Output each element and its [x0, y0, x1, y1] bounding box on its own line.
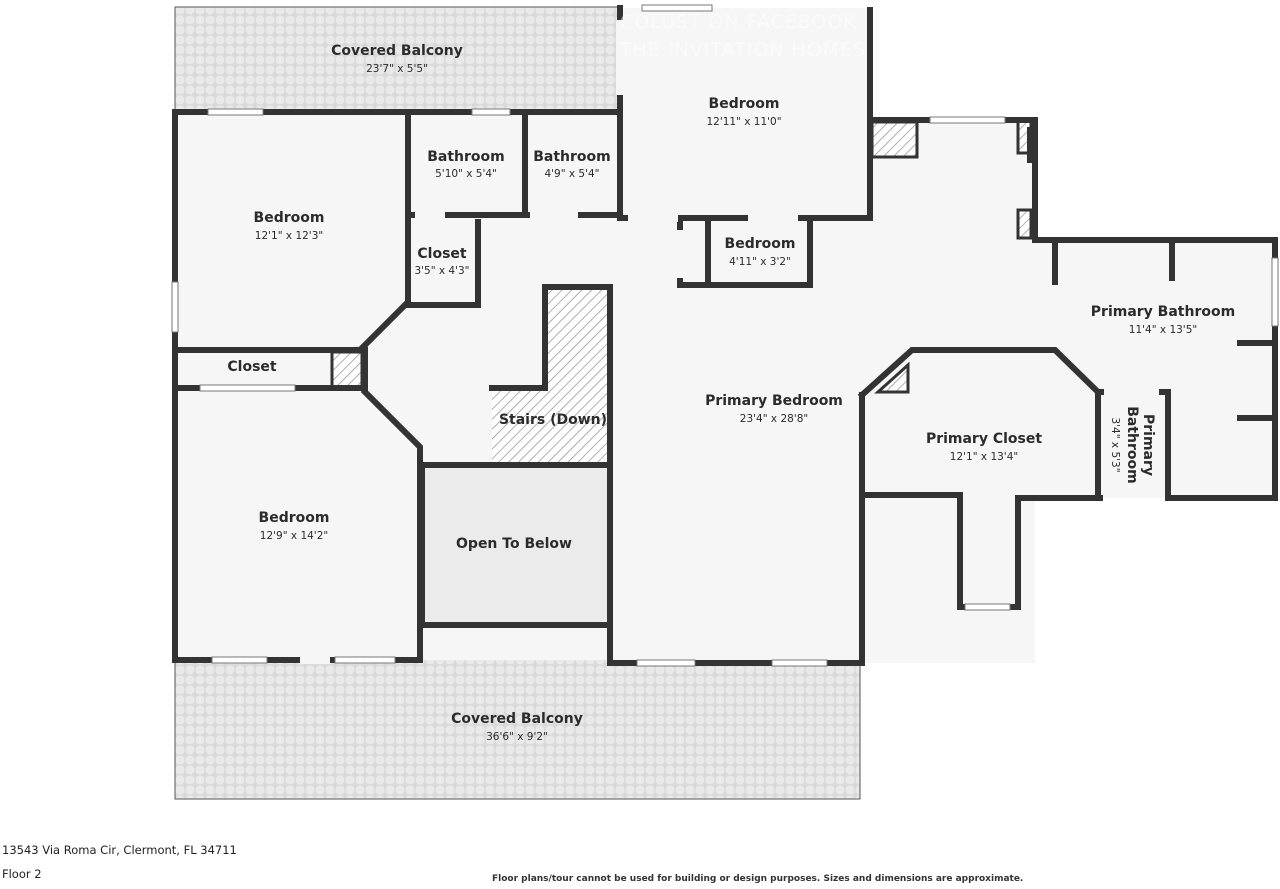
- bedroom-top-name: Bedroom: [709, 96, 780, 112]
- bathroom-2-dims: 4'9" x 5'4": [544, 168, 599, 180]
- windows: [171, 4, 1279, 667]
- open-to-below-name: Open To Below: [456, 536, 572, 552]
- covered-balcony-top-name: Covered Balcony: [331, 43, 463, 59]
- closet-left-name: Closet: [227, 359, 277, 375]
- floor-label: Floor 2: [2, 867, 42, 881]
- bathroom-2-name: Bathroom: [533, 149, 611, 165]
- covered-balcony-top-dims: 23'7" x 5'5": [366, 63, 428, 75]
- primary-closet-name: Primary Closet: [926, 431, 1042, 447]
- primary-bath-small-name-1: Primary: [1140, 414, 1156, 476]
- covered-balcony-bottom-name: Covered Balcony: [451, 711, 583, 727]
- primary-closet-dims: 12'1" x 13'4": [950, 451, 1018, 463]
- primary-bath-small-label: Primary Bathroom 3'4" x 5'3": [1109, 406, 1156, 484]
- stairs-hatch: [492, 287, 610, 463]
- primary-bath-small-dims: 3'4" x 5'3": [1109, 417, 1121, 472]
- closet-small-dims: 3'5" x 4'3": [414, 265, 469, 277]
- bathroom-1-dims: 5'10" x 5'4": [435, 168, 497, 180]
- stairs-name: Stairs (Down): [499, 412, 607, 428]
- floor-plan: COLUST ON FACEBOOK THE INVITATION HOMES …: [171, 4, 1279, 800]
- bedroom-small-name: Bedroom: [725, 236, 796, 252]
- open-to-below-area: [422, 465, 610, 622]
- primary-bathroom-dims: 11'4" x 13'5": [1129, 324, 1197, 336]
- watermark-line-1: COLUST ON FACEBOOK: [620, 11, 857, 33]
- primary-bedroom-dims: 23'4" x 28'8": [740, 413, 808, 425]
- door-openings: [300, 20, 1159, 664]
- disclaimer-text: Floor plans/tour cannot be used for buil…: [492, 874, 1024, 884]
- bedroom-small-dims: 4'11" x 3'2": [729, 256, 791, 268]
- covered-balcony-bottom-dims: 36'6" x 9'2": [486, 731, 548, 743]
- primary-bedroom-name: Primary Bedroom: [705, 393, 843, 409]
- primary-bathroom-name: Primary Bathroom: [1091, 304, 1235, 320]
- property-address: 13543 Via Roma Cir, Clermont, FL 34711: [2, 843, 237, 857]
- bedroom-left-lower-dims: 12'9" x 14'2": [260, 530, 328, 542]
- room-labels: Covered Balcony 23'7" x 5'5" Bedroom 12'…: [227, 43, 1235, 743]
- bedroom-top-dims: 12'11" x 11'0": [706, 116, 781, 128]
- bathroom-1-name: Bathroom: [427, 149, 505, 165]
- bedroom-left-upper-name: Bedroom: [254, 210, 325, 226]
- bedroom-left-upper-dims: 12'1" x 12'3": [255, 230, 323, 242]
- primary-bath-small-name-2: Bathroom: [1124, 406, 1140, 484]
- closet-small-name: Closet: [417, 246, 467, 262]
- watermark-line-2: THE INVITATION HOMES: [619, 39, 866, 61]
- covered-balcony-top-area: [174, 6, 621, 111]
- bedroom-left-lower-name: Bedroom: [259, 510, 330, 526]
